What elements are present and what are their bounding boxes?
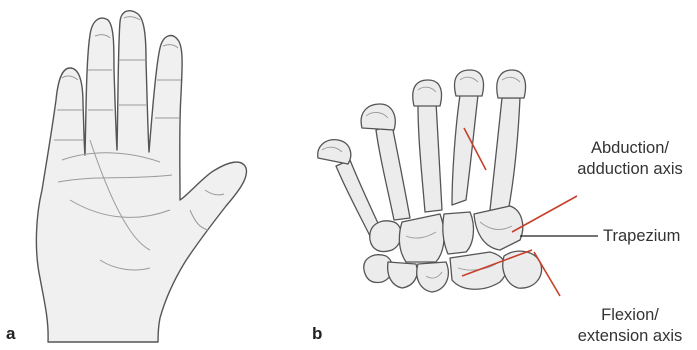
flexion-label-line1: Flexion/ bbox=[564, 305, 696, 326]
abduction-label-line2: adduction axis bbox=[564, 159, 696, 180]
metacarpal-head-little bbox=[318, 140, 351, 164]
metacarpal-ring bbox=[376, 125, 410, 220]
metacarpal-head-middle bbox=[413, 80, 442, 106]
carpal-lunate bbox=[417, 262, 449, 292]
carpal-trapezium bbox=[474, 206, 523, 250]
metacarpal-head-thumb bbox=[497, 70, 526, 98]
hand-palm-illustration bbox=[36, 11, 246, 342]
abduction-adduction-axis-line bbox=[512, 196, 577, 232]
panel-label-a: a bbox=[6, 324, 15, 344]
carpal-trapezoid bbox=[443, 212, 474, 254]
panel-label-b: b bbox=[312, 324, 322, 344]
carpal-triquetrum bbox=[388, 262, 418, 288]
metacarpal-head-ring bbox=[361, 104, 395, 130]
metacarpal-index bbox=[452, 95, 478, 205]
metacarpal-head-index bbox=[455, 70, 484, 96]
metacarpal-thumb bbox=[490, 98, 520, 212]
abduction-adduction-axis-label: Abduction/ adduction axis bbox=[564, 138, 696, 180]
metacarpal-middle bbox=[418, 102, 442, 212]
trapezium-label: Trapezium bbox=[603, 226, 680, 247]
flexion-label-line2: extension axis bbox=[564, 326, 696, 347]
hand-skeleton-illustration bbox=[318, 70, 598, 296]
carpal-tubercle bbox=[503, 251, 542, 288]
carpal-hamate bbox=[370, 221, 401, 252]
abduction-label-line1: Abduction/ bbox=[564, 138, 696, 159]
flexion-extension-axis-label: Flexion/ extension axis bbox=[564, 305, 696, 347]
